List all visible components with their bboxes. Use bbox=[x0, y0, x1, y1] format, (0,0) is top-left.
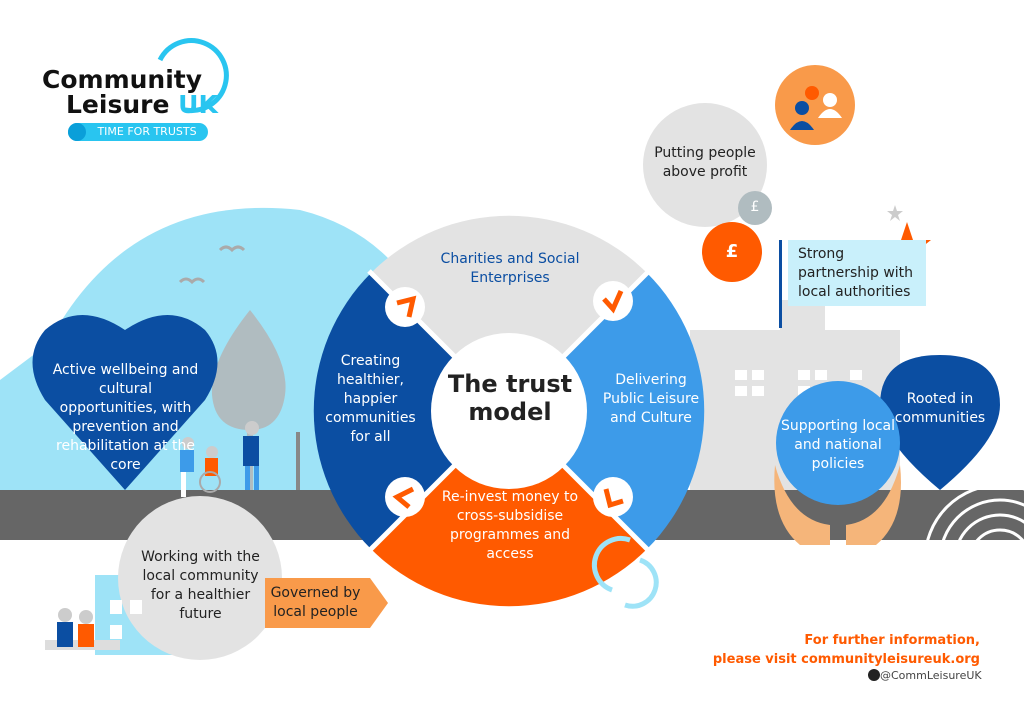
logo-uk: UK bbox=[178, 90, 218, 119]
segment-left-label: Creating healthier, happier communities … bbox=[325, 353, 416, 445]
social-handle[interactable]: @CommLeisureUK bbox=[880, 669, 982, 682]
trust-model-wheel bbox=[313, 215, 705, 607]
logo-tagline-pill bbox=[68, 123, 208, 141]
people-profit-label: Putting people above profit bbox=[654, 145, 756, 180]
footer-link[interactable]: please visit communityleisureuk.org bbox=[712, 652, 980, 667]
bird-icon bbox=[178, 277, 206, 285]
pound-large: £ bbox=[725, 241, 739, 262]
policies-label: Supporting local and national policies bbox=[780, 418, 896, 472]
arrow-node bbox=[385, 287, 425, 327]
segment-bottom bbox=[371, 411, 647, 607]
segment-top-label: Charities and Social Enterprises bbox=[440, 251, 580, 286]
flagpole bbox=[779, 240, 782, 328]
x-logo-icon bbox=[868, 669, 880, 681]
ripple-lines bbox=[923, 483, 1024, 637]
people-icon-circle bbox=[775, 65, 855, 145]
walking-people bbox=[180, 421, 259, 497]
wellbeing-label: Active wellbeing and cultural opportunit… bbox=[52, 362, 199, 473]
bird-icon bbox=[218, 245, 246, 253]
center-circle bbox=[431, 333, 587, 489]
footer-line1: For further information, bbox=[804, 633, 980, 648]
center-title: The trust model bbox=[432, 370, 588, 426]
rooted-pin bbox=[880, 355, 1000, 490]
pound-coin-small bbox=[738, 191, 772, 225]
logo-tagline: TIME FOR TRUSTS bbox=[97, 125, 197, 138]
arrow-node bbox=[593, 281, 633, 321]
partnership-label: Strong partnership with local authoritie… bbox=[798, 246, 914, 300]
center-title-line1: The trust bbox=[447, 370, 573, 398]
governed-label: Governed by local people bbox=[270, 585, 361, 620]
governed-banner bbox=[265, 578, 388, 628]
segment-left bbox=[313, 273, 509, 549]
center-title-line2: model bbox=[468, 398, 552, 426]
policies-globe bbox=[776, 381, 900, 505]
segment-right bbox=[509, 273, 705, 549]
segment-right-label: Delivering Public Leisure and Culture bbox=[602, 372, 700, 426]
arrow-node bbox=[593, 477, 633, 517]
logo-swoosh bbox=[157, 38, 229, 114]
pound-coin-large bbox=[702, 222, 762, 282]
hands-icon bbox=[774, 465, 901, 545]
pound-small: £ bbox=[750, 199, 760, 215]
people-profit-bubble bbox=[643, 103, 767, 227]
star-icon bbox=[887, 205, 903, 221]
tree bbox=[211, 310, 286, 430]
community-bubble bbox=[118, 496, 282, 660]
rooted-label: Rooted in communities bbox=[894, 391, 986, 426]
community-label: Working with the local community for a h… bbox=[141, 549, 260, 622]
segment-top bbox=[371, 215, 647, 411]
logo-leisure-text: Leisure bbox=[66, 90, 170, 119]
wellbeing-heart bbox=[32, 315, 218, 490]
partnership-banner bbox=[788, 240, 926, 306]
segment-bottom-label: Re-invest money to cross-subsidise progr… bbox=[441, 489, 579, 562]
arrow-node bbox=[385, 477, 425, 517]
cycle-icon bbox=[591, 535, 659, 609]
logo-leisure: Leisure UK bbox=[66, 91, 218, 119]
logo-community: Community bbox=[42, 65, 203, 94]
